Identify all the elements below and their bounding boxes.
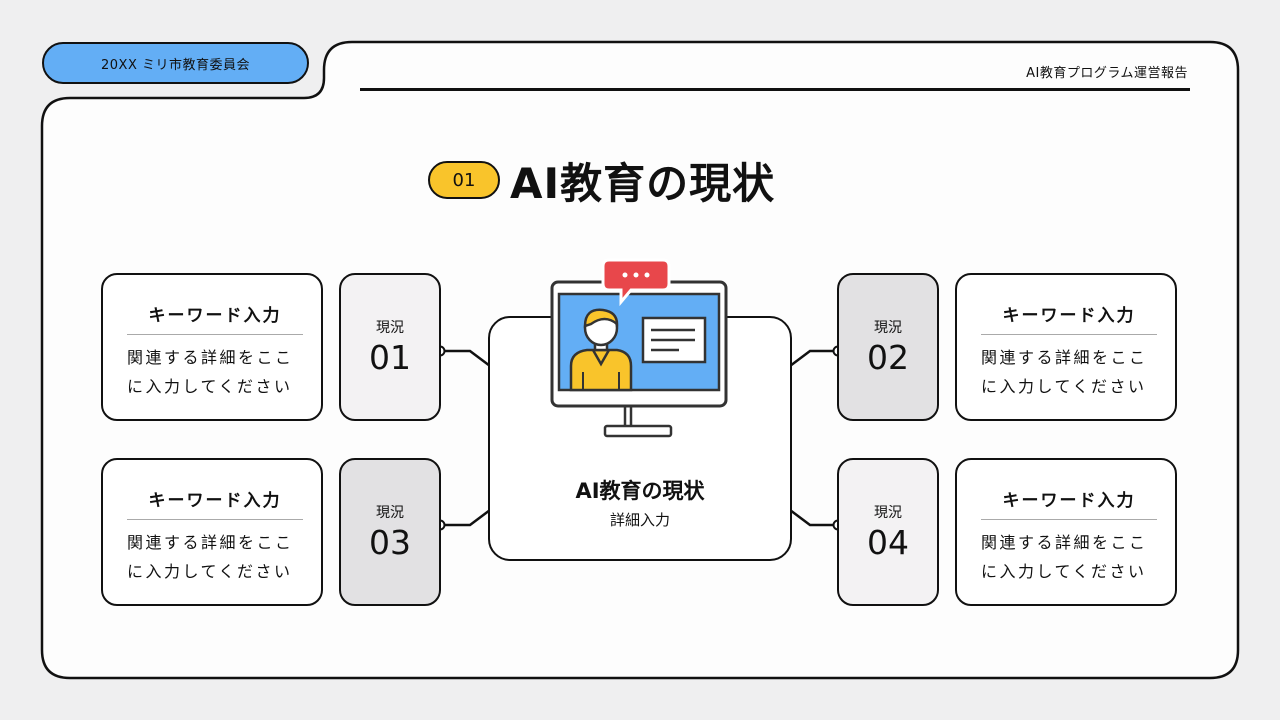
desc-line: 関連する詳細をここ (127, 348, 294, 367)
desc-line: に入力してください (981, 562, 1147, 581)
desc-line: 関連する詳細をここ (981, 348, 1148, 367)
keyword-label: キーワード入力 (981, 301, 1157, 335)
keyword-card-01: キーワード入力 関連する詳細をここ に入力してください (101, 273, 323, 421)
keyword-label: キーワード入力 (127, 301, 303, 335)
keyword-description: 関連する詳細をここ に入力してください (127, 528, 303, 586)
keyword-description: 関連する詳細をここ に入力してください (127, 343, 303, 401)
desc-line: に入力してください (127, 562, 293, 581)
status-number: 01 (369, 338, 411, 377)
desc-line: に入力してください (127, 377, 293, 396)
keyword-label: キーワード入力 (127, 486, 303, 520)
keyword-card-04: キーワード入力 関連する詳細をここ に入力してください (955, 458, 1177, 606)
desc-line: 関連する詳細をここ (127, 533, 294, 552)
status-number: 04 (867, 523, 909, 562)
status-card-02: 現況 02 (837, 273, 939, 421)
status-card-03: 現況 03 (339, 458, 441, 606)
section-number-badge: 01 (428, 161, 500, 199)
status-number: 03 (369, 523, 411, 562)
status-label: 現況 (376, 320, 404, 336)
keyword-description: 関連する詳細をここ に入力してください (981, 343, 1157, 401)
status-card-01: 現況 01 (339, 273, 441, 421)
status-label: 現況 (874, 505, 902, 521)
center-title: AI教育の現状 (575, 479, 705, 503)
status-label: 現況 (376, 505, 404, 521)
keyword-card-03: キーワード入力 関連する詳細をここ に入力してください (101, 458, 323, 606)
center-subtitle: 詳細入力 (609, 511, 670, 529)
desc-line: に入力してください (981, 377, 1147, 396)
status-card-04: 現況 04 (837, 458, 939, 606)
status-label: 現況 (874, 320, 902, 336)
keyword-description: 関連する詳細をここ に入力してください (981, 528, 1157, 586)
online-teacher-monitor-icon (550, 258, 728, 438)
org-badge: 20XX ミリ市教育委員会 (42, 42, 309, 84)
section-title: AI教育の現状 (510, 158, 776, 208)
connector-lines (440, 349, 838, 527)
section-heading: 01 AI教育の現状 (428, 150, 775, 210)
keyword-card-02: キーワード入力 関連する詳細をここ に入力してください (955, 273, 1177, 421)
status-number: 02 (867, 338, 909, 377)
report-title: AI教育プログラム運営報告 (1026, 66, 1188, 81)
desc-line: 関連する詳細をここ (981, 533, 1148, 552)
keyword-label: キーワード入力 (981, 486, 1157, 520)
header-divider (360, 88, 1190, 91)
